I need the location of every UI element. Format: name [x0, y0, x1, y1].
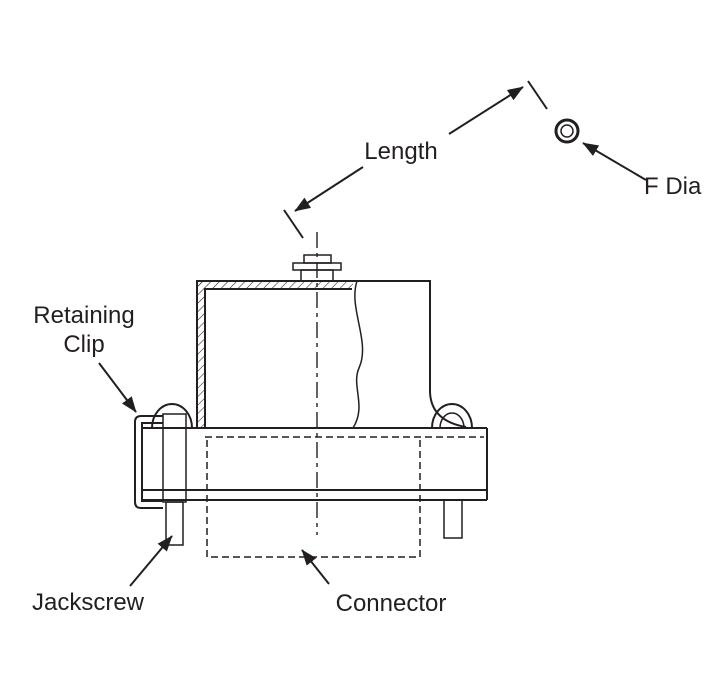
hood-left-wall-hatch	[197, 281, 205, 428]
right-dome	[431, 403, 473, 429]
length-upper-tick	[527, 80, 548, 110]
jackscrew-left-stud	[165, 501, 184, 546]
right-dome-inner-arc	[439, 412, 465, 429]
label-jackscrew: Jackscrew	[32, 589, 145, 616]
f-dia-arrow	[582, 142, 647, 181]
label-length: Length	[364, 138, 437, 165]
cable-cross-section-outer	[554, 118, 580, 144]
retaining-clip-shape	[134, 415, 163, 509]
jackscrew-right	[443, 499, 463, 539]
retaining-clip-callout: Retaining Clip	[33, 302, 137, 413]
hood-inner-wall-line	[204, 288, 352, 428]
length-lower-tick	[283, 209, 304, 239]
hood-outer-outline	[196, 280, 467, 428]
length-lower-arrow	[294, 166, 364, 212]
cable-cross-section-inner	[560, 124, 574, 138]
retaining-clip-arrow	[98, 362, 137, 413]
label-f-dia: F Dia	[644, 173, 702, 200]
length-upper-arrow	[448, 86, 524, 135]
retaining-clip-inner	[141, 422, 163, 502]
hood-top-wall-hatch	[197, 281, 353, 289]
jackscrew-arrow	[129, 535, 173, 587]
hood-body	[196, 280, 467, 429]
jackscrew-domes	[151, 403, 473, 429]
jackscrew-right-stud	[443, 499, 463, 539]
retaining-clip-outer	[134, 415, 163, 509]
flange	[143, 427, 488, 501]
break-wavy-line	[352, 280, 364, 429]
length-dimension: Length	[283, 80, 548, 239]
label-clip: Clip	[63, 331, 104, 358]
connector-hidden-outline	[206, 440, 421, 558]
f-dia-callout: F Dia	[554, 118, 702, 200]
left-dome	[151, 403, 193, 429]
label-connector: Connector	[336, 590, 447, 617]
label-retaining: Retaining	[33, 302, 134, 329]
jackscrew-callout: Jackscrew	[32, 535, 173, 616]
jackscrew-left	[162, 413, 187, 546]
connector-callout: Connector	[301, 549, 447, 617]
connector-arrow	[301, 549, 330, 585]
